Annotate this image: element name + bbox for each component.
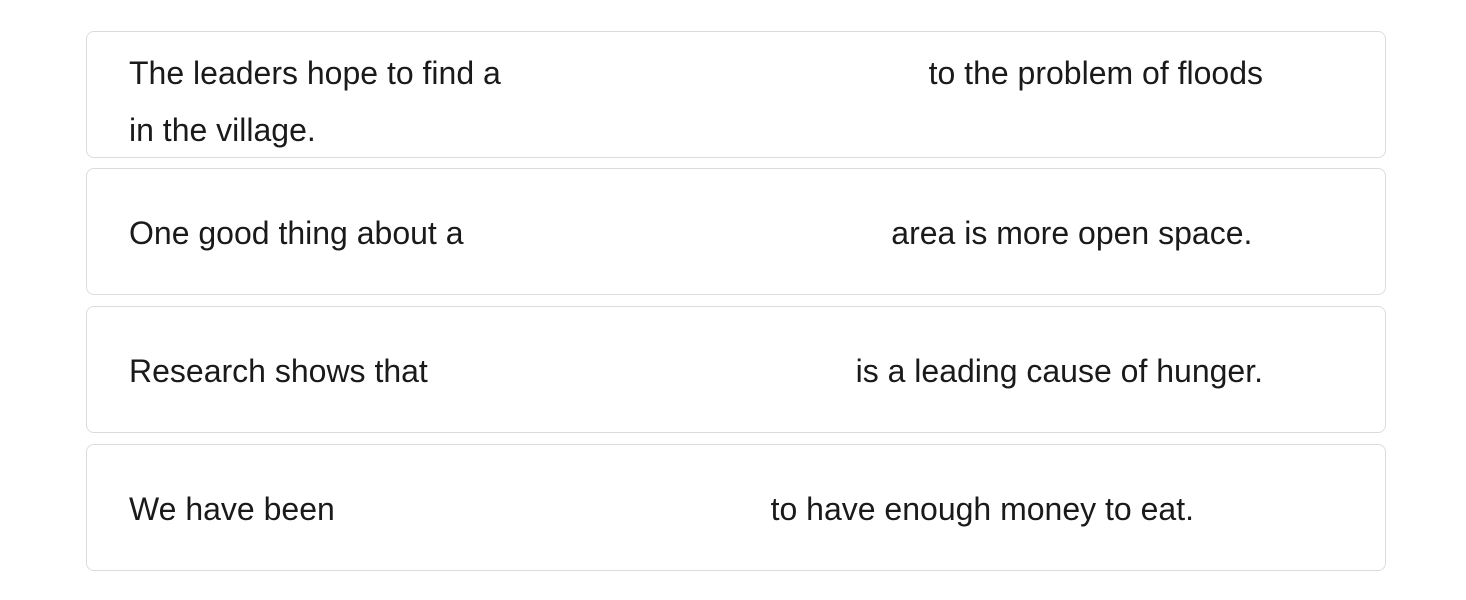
sentence-continuation-text: in the village. — [129, 112, 316, 148]
sentence-before-text: We have been — [129, 491, 335, 527]
answer-blank[interactable] — [510, 45, 920, 102]
answer-blank[interactable] — [472, 205, 882, 262]
question-sentence: We have been to have enough money to eat… — [129, 481, 1343, 538]
sentence-before-text: The leaders hope to find a — [129, 55, 501, 91]
sentence-after-text: area is more open space. — [891, 215, 1253, 251]
question-sentence: The leaders hope to find a to the proble… — [129, 45, 1343, 159]
question-card-4: We have been to have enough money to eat… — [86, 444, 1386, 571]
question-sentence: Research shows that is a leading cause o… — [129, 343, 1343, 400]
answer-blank[interactable] — [344, 481, 762, 538]
question-card-1: The leaders hope to find a to the proble… — [86, 31, 1386, 158]
sentence-after-text: is a leading cause of hunger. — [855, 353, 1263, 389]
sentence-after-text: to the problem of floods — [928, 55, 1264, 91]
sentence-before-text: One good thing about a — [129, 215, 464, 251]
question-card-2: One good thing about a area is more open… — [86, 168, 1386, 295]
sentence-after-text: to have enough money to eat. — [770, 491, 1194, 527]
sentence-before-text: Research shows that — [129, 353, 428, 389]
answer-blank[interactable] — [437, 343, 847, 400]
question-sentence: One good thing about a area is more open… — [129, 205, 1343, 262]
question-card-3: Research shows that is a leading cause o… — [86, 306, 1386, 433]
